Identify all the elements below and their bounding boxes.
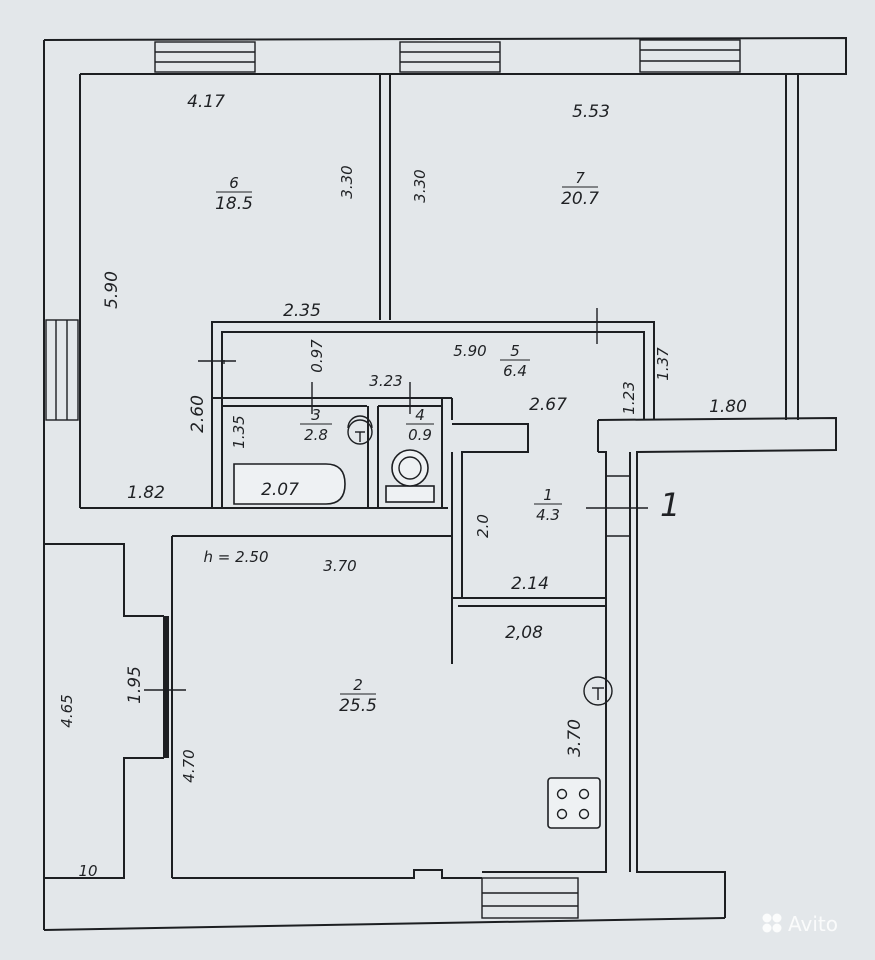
outer-walls: [43, 36, 847, 931]
svg-text:18.5: 18.5: [215, 194, 253, 214]
dim-hall-right: 1.23: [620, 381, 638, 414]
dim-left-window: 1.95: [125, 666, 145, 704]
avito-logo-icon: [762, 913, 782, 933]
dim-hall-small: 0.97: [308, 339, 326, 373]
dim-left-tall: 4.65: [58, 694, 76, 727]
room-5-label: 5 6.4: [500, 342, 530, 380]
dimension-labels: 4.17 5.53 2.35 5.90 3.23 2.67 1.80 2.0 7 …: [78, 92, 746, 880]
stove-icon: [547, 777, 601, 829]
dim-bottom-small: 10: [78, 862, 97, 880]
window-bottom: [481, 877, 579, 919]
window-top-middle: [399, 41, 501, 73]
dim-r2-left: 4.70: [180, 749, 198, 782]
dim-r7-width: 5.53: [572, 102, 610, 122]
dim-bath-h: 1.35: [230, 415, 248, 448]
room-3-label: 3 2.8: [300, 406, 332, 444]
tick-marks: [144, 308, 648, 691]
dim-corr: 2.0: [474, 514, 492, 538]
avito-watermark: Avito: [762, 912, 838, 936]
svg-text:4.3: 4.3: [536, 506, 560, 524]
dim-hall-left: 2.60: [188, 395, 208, 433]
svg-text:6: 6: [229, 174, 239, 192]
svg-text:7: 7: [575, 169, 585, 187]
dim-tub: 2.07: [261, 480, 299, 500]
svg-text:20.7: 20.7: [561, 189, 599, 209]
dim-hall-mid: 2.67: [529, 395, 567, 415]
dimension-labels-vertical: 3.30 3.30 5.90 0.97 1.37 2.60 1.35 1.23 …: [58, 165, 672, 782]
avito-watermark-text: Avito: [788, 912, 838, 936]
dim-hall-top: 2.35: [283, 301, 321, 321]
room-4-label: 4 0.9: [406, 406, 434, 444]
kitchen-tap-icon: [583, 676, 613, 706]
toilet-icon: [385, 449, 435, 503]
room-2-label: 2 25.5: [339, 676, 377, 716]
dim-r7-tail: 1.80: [709, 397, 747, 417]
svg-text:2: 2: [353, 676, 363, 694]
interior-walls: [44, 74, 655, 879]
dim-left-bottom: 1.82: [127, 483, 165, 503]
svg-text:2.8: 2.8: [304, 426, 328, 444]
svg-text:25.5: 25.5: [339, 696, 377, 716]
svg-text:5: 5: [510, 342, 520, 360]
bathtub: [233, 463, 346, 505]
svg-text:6.4: 6.4: [503, 362, 527, 380]
dim-r2-kitchen: 2,08: [505, 623, 543, 643]
dim-r6-height: 5.90: [102, 271, 122, 309]
dim-r6-width: 4.17: [187, 92, 225, 112]
dim-r6-inner: 3.30: [338, 165, 356, 198]
window-left: [45, 319, 79, 421]
svg-text:4: 4: [415, 406, 425, 424]
dim-height-note: h = 2.50: [203, 548, 268, 566]
dim-r2-right: 3.70: [565, 719, 585, 757]
dim-r7-inner: 3.30: [411, 169, 429, 202]
window-top-left: [154, 41, 256, 73]
dim-r2-top: 3.70: [323, 557, 356, 575]
window-top-right: [639, 39, 741, 73]
section-marker: 1: [660, 486, 680, 524]
svg-text:1: 1: [543, 486, 553, 504]
dim-baths-width: 3.23: [369, 372, 402, 390]
dim-r1-bottom: 2.14: [511, 574, 549, 594]
dim-r5-len: 5.90: [453, 342, 486, 360]
room-7-label: 7 20.7: [561, 169, 599, 209]
bath-tap-icon: [347, 415, 373, 445]
room-6-label: 6 18.5: [215, 174, 253, 214]
svg-text:3: 3: [311, 406, 321, 424]
svg-text:0.9: 0.9: [408, 426, 432, 444]
room-1-label: 1 4.3: [534, 486, 562, 524]
dim-r5-right: 1.37: [654, 347, 672, 381]
